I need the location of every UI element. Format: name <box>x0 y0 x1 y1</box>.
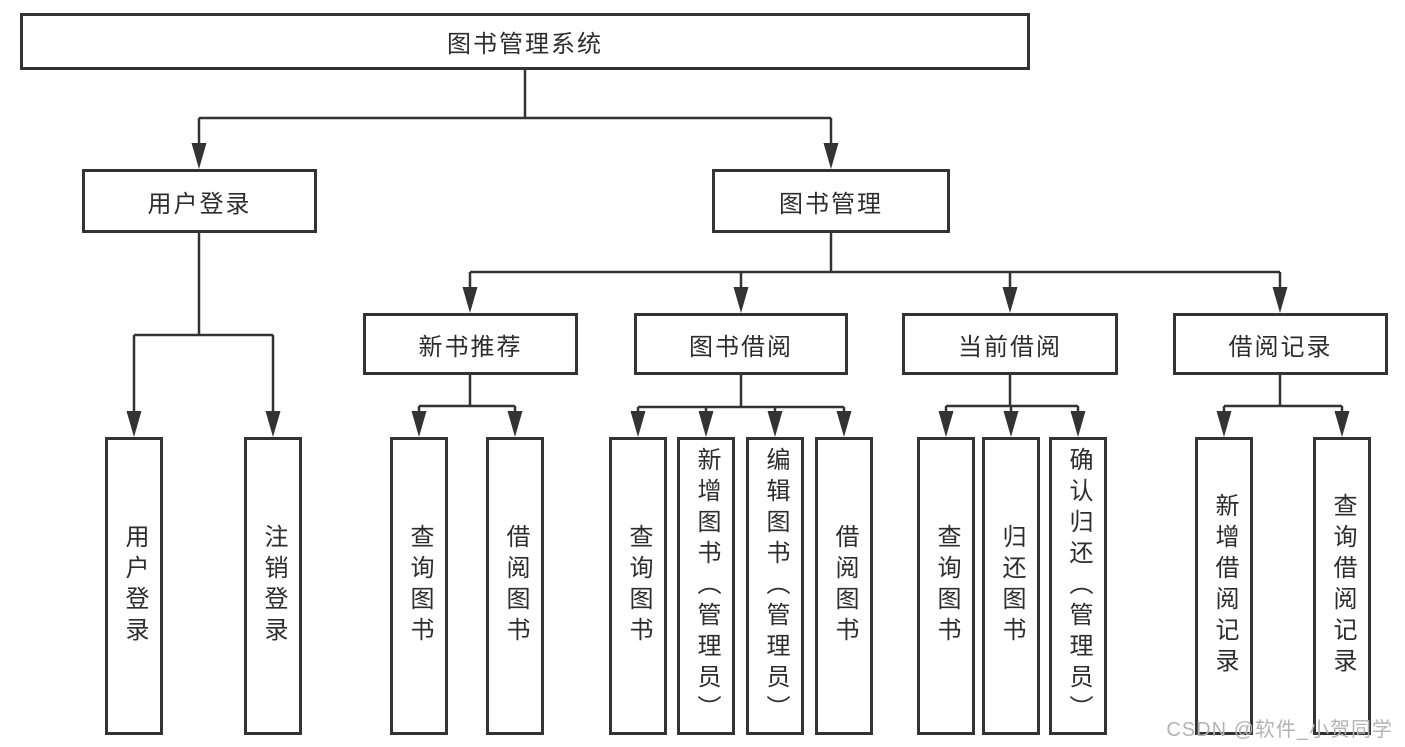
leaf-confirm-return-admin: 确认归还（管理员） <box>1049 437 1107 735</box>
leaf-add-book-admin: 新增图书（管理员） <box>677 437 735 735</box>
leaf-return-books-label: 归还图书 <box>998 524 1025 648</box>
node-current-borrowing-label: 当前借阅 <box>958 333 1062 361</box>
node-new-book-recommend: 新书推荐 <box>363 313 578 375</box>
leaf-borrow-books-recommend: 借阅图书 <box>486 437 544 735</box>
leaf-query-books-borrowing: 查询图书 <box>609 437 667 735</box>
node-book-borrowing: 图书借阅 <box>634 313 848 375</box>
leaf-add-book-admin-label: 新增图书（管理员） <box>693 446 720 726</box>
leaf-user-login: 用户登录 <box>105 437 163 735</box>
leaf-query-borrow-record-label: 查询借阅记录 <box>1329 493 1356 679</box>
node-book-management: 图书管理 <box>712 169 950 233</box>
leaf-query-books-current: 查询图书 <box>917 437 975 735</box>
leaf-return-books: 归还图书 <box>982 437 1040 735</box>
leaf-user-login-label: 用户登录 <box>121 524 148 648</box>
watermark: CSDN @软件_小贺同学 <box>1166 719 1393 741</box>
leaf-query-borrow-record: 查询借阅记录 <box>1313 437 1371 735</box>
leaf-add-borrow-record-label: 新增借阅记录 <box>1211 493 1238 679</box>
node-book-management-label: 图书管理 <box>779 190 883 218</box>
node-book-borrowing-label: 图书借阅 <box>689 333 793 361</box>
leaf-query-books-borrowing-label: 查询图书 <box>625 524 652 648</box>
node-library-system: 图书管理系统 <box>20 13 1030 70</box>
node-new-book-recommend-label: 新书推荐 <box>418 333 523 361</box>
leaf-borrow-books-recommend-label: 借阅图书 <box>502 524 529 648</box>
node-user-login: 用户登录 <box>82 169 317 233</box>
node-library-system-label: 图书管理系统 <box>447 31 603 58</box>
leaf-confirm-return-admin-label: 确认归还（管理员） <box>1065 446 1092 726</box>
leaf-borrow-books-borrowing-label: 借阅图书 <box>831 524 858 648</box>
leaf-borrow-books-borrowing: 借阅图书 <box>815 437 873 735</box>
node-user-login-label: 用户登录 <box>147 190 252 218</box>
leaf-query-books-recommend-label: 查询图书 <box>406 524 433 648</box>
leaf-logout-login-label: 注销登录 <box>260 524 287 648</box>
node-current-borrowing: 当前借阅 <box>902 313 1118 375</box>
node-borrowing-records-label: 借阅记录 <box>1228 333 1333 361</box>
leaf-query-books-current-label: 查询图书 <box>933 524 960 648</box>
node-borrowing-records: 借阅记录 <box>1173 313 1388 375</box>
leaf-logout-login: 注销登录 <box>244 437 302 735</box>
leaf-edit-book-admin-label: 编辑图书（管理员） <box>762 446 789 726</box>
leaf-add-borrow-record: 新增借阅记录 <box>1195 437 1253 735</box>
arrowheads <box>126 143 1350 437</box>
leaf-query-books-recommend: 查询图书 <box>390 437 448 735</box>
leaf-edit-book-admin: 编辑图书（管理员） <box>746 437 804 735</box>
